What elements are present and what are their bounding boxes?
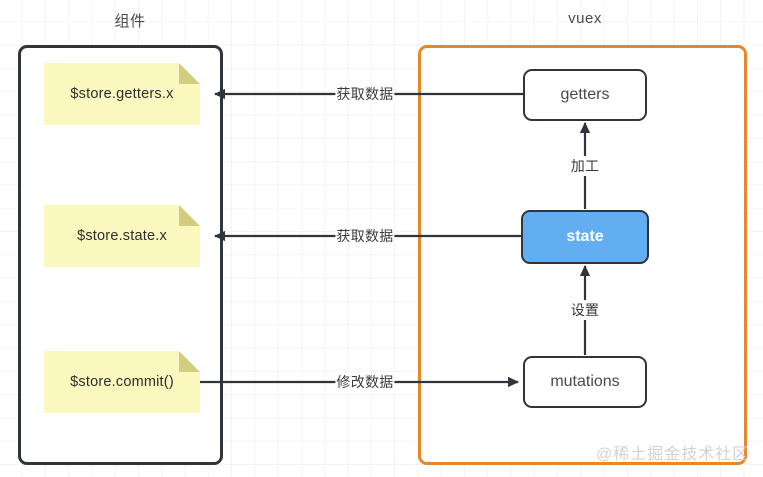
edge-label-commit-modify: 修改数据 [335, 372, 395, 392]
edge-label-process: 加工 [569, 156, 601, 176]
edge-label-set: 设置 [569, 300, 601, 320]
note-store-getters[interactable]: $store.getters.x [44, 63, 200, 125]
edge-label-state-fetch: 获取数据 [335, 226, 395, 246]
node-getters[interactable]: getters [523, 69, 647, 121]
edge-label-getters-fetch: 获取数据 [335, 84, 395, 104]
node-label: getters [560, 86, 610, 103]
vuex-group-title: vuex [568, 10, 602, 27]
component-group-title: 组件 [114, 13, 146, 30]
node-mutations[interactable]: mutations [523, 356, 647, 408]
note-label: $store.state.x [77, 228, 167, 244]
node-state[interactable]: state [521, 210, 649, 264]
node-label: state [566, 228, 604, 245]
note-label: $store.getters.x [70, 86, 174, 102]
watermark-text: @稀土掘金技术社区 [596, 446, 750, 463]
note-store-commit[interactable]: $store.commit() [44, 351, 200, 413]
node-label: mutations [550, 373, 620, 390]
note-label: $store.commit() [70, 374, 174, 390]
note-store-state[interactable]: $store.state.x [44, 205, 200, 267]
